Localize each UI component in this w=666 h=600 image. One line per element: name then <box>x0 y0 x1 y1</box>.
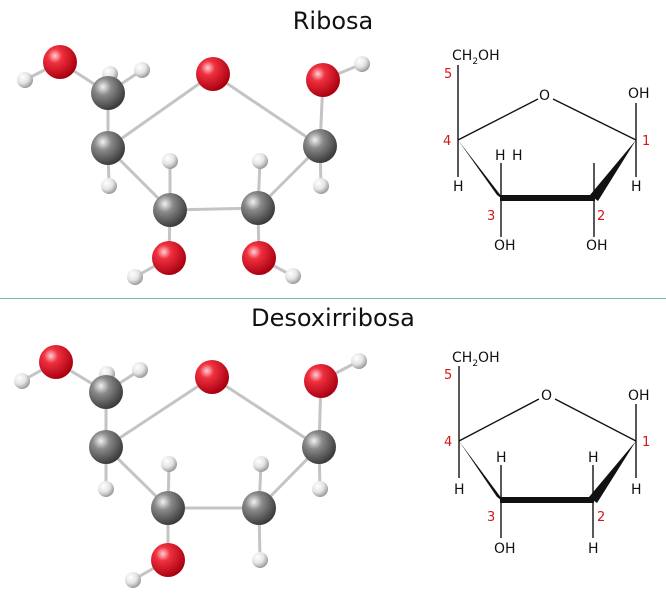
hydrogen-atom <box>161 456 177 472</box>
carbon-atom-c1 <box>302 430 336 464</box>
desoxirribosa-c3-oh-label: OH <box>494 541 516 557</box>
desoxirribosa-carbon-number-2: 2 <box>597 510 605 525</box>
desoxirribosa-c4-h-label: H <box>454 482 465 498</box>
hydrogen-atom <box>253 456 269 472</box>
hydrogen-atom <box>312 481 328 497</box>
oxygen-atom <box>306 63 340 97</box>
carbon-atom-c3 <box>153 193 187 227</box>
oxygen-atom <box>242 241 276 275</box>
ribosa-ball-and-stick <box>17 45 370 285</box>
carbon-atom-c5 <box>89 375 123 409</box>
ribosa-c1-h-label: H <box>631 179 642 195</box>
hydrogen-atom <box>17 72 33 88</box>
ribosa-c4-h-label: H <box>453 179 464 195</box>
desoxirribosa-carbon-number-3: 3 <box>487 510 495 525</box>
desoxirribosa-c1-h-label: H <box>631 482 642 498</box>
oxygen-atom <box>39 345 73 379</box>
desoxirribosa-title: Desoxirribosa <box>251 304 415 332</box>
desoxirribosa-ball-and-stick <box>14 345 367 588</box>
ribosa-c2-h-label: H <box>512 148 523 164</box>
carbon-atom-c1 <box>303 129 337 163</box>
ribosa-haworth-formula: CH2OH O OH H H H H OH OH 5 4 1 3 2 <box>443 48 650 254</box>
ribosa-c1-oh-label: OH <box>628 86 650 102</box>
desoxirribosa-c3-h-label: H <box>496 450 507 466</box>
hydrogen-atom <box>125 572 141 588</box>
desoxirribosa-carbon-number-4: 4 <box>444 435 452 450</box>
ribosa-carbon-number-5: 5 <box>444 67 452 82</box>
oxygen-atom <box>152 241 186 275</box>
desoxirribosa-carbon-number-5: 5 <box>444 368 452 383</box>
oxygen-atom <box>304 364 338 398</box>
desoxirribosa-carbon-number-1: 1 <box>642 435 650 450</box>
desoxirribosa-haworth-formula: CH2OH O OH H H H H OH H 5 4 1 3 2 <box>444 350 650 557</box>
hydrogen-atom <box>285 268 301 284</box>
hydrogen-atom <box>127 269 143 285</box>
ribosa-c2-oh-label: OH <box>586 238 608 254</box>
carbon-atom-c4 <box>91 131 125 165</box>
oxygen-atom-ring <box>196 57 230 91</box>
desoxirribosa-c2-h-up-label: H <box>588 450 599 466</box>
ribosa-carbon-number-1: 1 <box>642 134 650 149</box>
hydrogen-atom <box>351 353 367 369</box>
carbon-atom-c4 <box>89 430 123 464</box>
ribosa-c3-h-label: H <box>495 148 506 164</box>
ribosa-c3-oh-label: OH <box>494 238 516 254</box>
desoxirribosa-bonds <box>20 359 361 582</box>
carbon-atom-c3 <box>151 491 185 525</box>
ribosa-carbon-number-2: 2 <box>597 209 605 224</box>
ribosa-bonds <box>23 60 364 279</box>
hydrogen-atom <box>354 56 370 72</box>
hydrogen-atom <box>252 153 268 169</box>
desoxirribosa-ring-oxygen-label: O <box>541 388 552 404</box>
desoxirribosa-c2-h-down-label: H <box>588 541 599 557</box>
section-divider <box>0 298 666 299</box>
desoxirribosa-ch2oh-label: CH2OH <box>452 350 500 369</box>
hydrogen-atom <box>252 552 268 568</box>
oxygen-atom <box>151 543 185 577</box>
hydrogen-atom <box>313 178 329 194</box>
ribosa-ring-oxygen-label: O <box>539 88 550 104</box>
ribosa-carbon-number-3: 3 <box>487 209 495 224</box>
ribosa-carbon-number-4: 4 <box>443 134 451 149</box>
carbon-atom-c2 <box>241 191 275 225</box>
hydrogen-atom <box>134 62 150 78</box>
hydrogen-atom <box>14 373 30 389</box>
ribosa-ch2oh-label: CH2OH <box>452 48 500 67</box>
carbon-atom-c5 <box>91 76 125 110</box>
oxygen-atom-ring <box>195 360 229 394</box>
oxygen-atom <box>43 45 77 79</box>
carbon-atom-c2 <box>242 491 276 525</box>
hydrogen-atom <box>162 153 178 169</box>
hydrogen-atom <box>132 362 148 378</box>
hydrogen-atom <box>101 178 117 194</box>
desoxirribosa-c1-oh-label: OH <box>628 388 650 404</box>
hydrogen-atom <box>98 481 114 497</box>
ribosa-title: Ribosa <box>292 7 374 35</box>
